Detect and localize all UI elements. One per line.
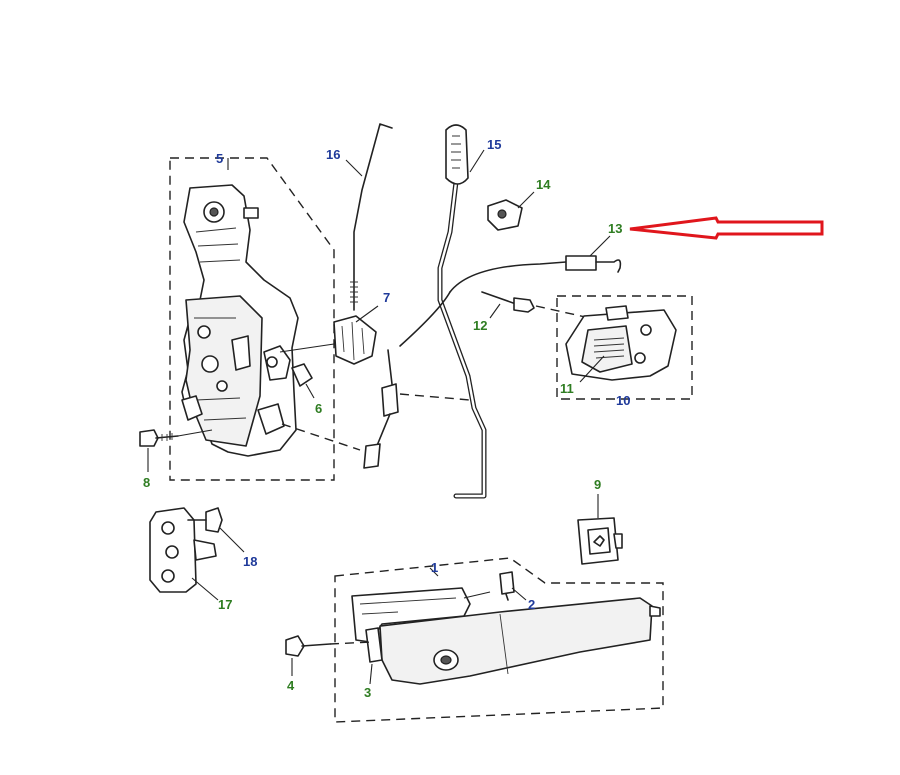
gasket-3	[365, 627, 383, 663]
group-outline-5	[169, 157, 335, 481]
callout-12: 12	[473, 318, 487, 333]
callout-16: 16	[326, 147, 340, 162]
callout-15: 15	[487, 137, 501, 152]
callout-5: 5	[216, 151, 223, 166]
pin-12	[481, 291, 535, 313]
clip-7	[333, 315, 377, 365]
callout-4: 4	[287, 678, 295, 693]
callout-10: 10	[616, 393, 630, 408]
red-outline-arrow-icon	[629, 216, 824, 240]
clip-2	[499, 571, 515, 601]
callout-13: 13	[608, 221, 622, 236]
callout-8: 8	[143, 475, 150, 490]
cable-13	[363, 255, 622, 469]
callout-1: 1	[431, 560, 438, 575]
callout-7: 7	[383, 290, 390, 305]
group-outline-10	[556, 295, 693, 400]
bracket-6	[291, 363, 313, 387]
outer-handle-1	[351, 587, 661, 685]
rod-15	[437, 124, 487, 499]
bolt-18	[187, 507, 223, 533]
screw-4	[285, 635, 331, 657]
clip-14	[487, 199, 523, 231]
callout-14: 14	[536, 177, 551, 192]
callout-6: 6	[315, 401, 322, 416]
bracket-assembly-10	[565, 305, 677, 381]
callout-3: 3	[364, 685, 371, 700]
rod-16	[350, 123, 393, 311]
callout-17: 17	[218, 597, 232, 612]
screw-8	[139, 429, 179, 447]
lock-cap-9	[577, 517, 623, 565]
group-outline-1	[334, 557, 664, 723]
callout-2: 2	[528, 597, 535, 612]
striker-17	[149, 507, 217, 593]
callout-9: 9	[594, 477, 601, 492]
door-latch-assembly	[181, 184, 299, 457]
callout-11: 11	[560, 381, 574, 396]
callout-18: 18	[243, 554, 257, 569]
